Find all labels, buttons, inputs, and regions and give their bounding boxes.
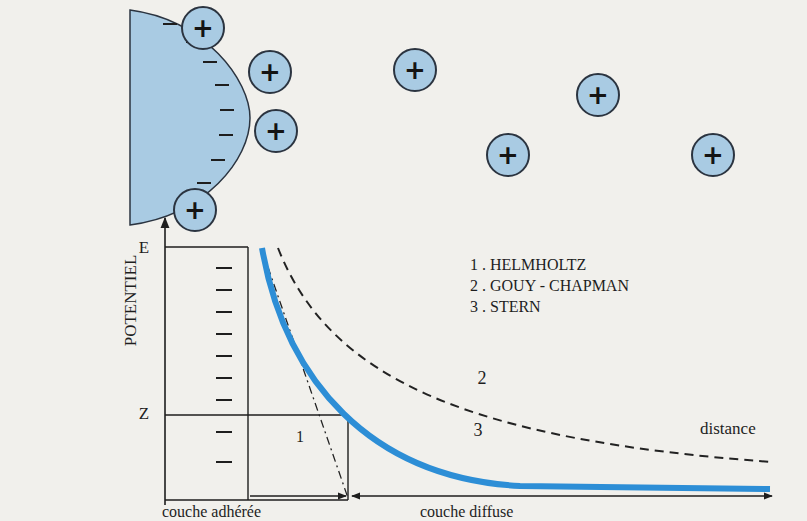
minus-sign [203,61,217,63]
z-level [165,414,348,415]
charge-sign: + [404,57,426,83]
e-level [165,246,248,247]
layer-name: couche adhérée [162,504,261,520]
minus-sign [216,377,232,379]
adhered-boundary [247,247,248,500]
callout-number: 3 [474,421,483,439]
helmholtz-line [262,250,348,498]
negative-charges [216,268,232,462]
charge-sign: + [265,118,287,144]
cation-circle: + [173,188,217,232]
charge-sign: + [702,142,724,168]
callout-number: 2 [478,369,487,387]
minus-sign [197,182,211,184]
minus-sign [215,84,229,86]
charge-sign: + [259,59,281,85]
cation-circle: + [691,133,735,177]
minus-sign [219,134,233,136]
cation-circle: + [254,109,298,153]
charge-sign: + [184,197,206,223]
minus-sign [216,333,232,335]
negative-charges [163,24,234,203]
cation-circle: + [486,133,530,177]
minus-sign [216,399,232,401]
legend-line: 1 . HELMHOLTZ [470,257,586,273]
adhered-arrow [250,495,346,496]
stern-boundary [347,415,348,500]
minus-sign [216,311,232,313]
axis-value: E [139,239,149,256]
potential-axis [164,218,166,505]
minus-sign [216,355,232,357]
minus-sign [216,461,232,463]
cation-circle: + [393,48,437,92]
diffuse-arrow [352,495,772,496]
gouy-chapman-curve [278,248,772,462]
charge-sign: + [587,82,609,108]
axis-title: POTENTIEL [123,254,140,346]
axis-title: distance [700,420,756,437]
cation-circle: + [248,50,292,94]
minus-sign [220,109,234,111]
minus-sign [216,267,232,269]
legend-line: 3 . STERN [470,299,541,315]
minus-sign [211,159,225,161]
charge-sign: + [192,15,214,41]
legend-line: 2 . GOUY - CHAPMAN [470,278,629,294]
minus-sign [216,289,232,291]
stern-curve [262,248,770,489]
cation-circle: + [576,73,620,117]
minus-sign [216,431,232,433]
cation-circle: + [181,6,225,50]
minus-sign [163,23,177,25]
charge-sign: + [497,142,519,168]
base-line [165,499,348,500]
axis-value: Z [139,405,149,422]
callout-number: 1 [296,429,304,445]
layer-name: couche diffuse [420,504,513,520]
